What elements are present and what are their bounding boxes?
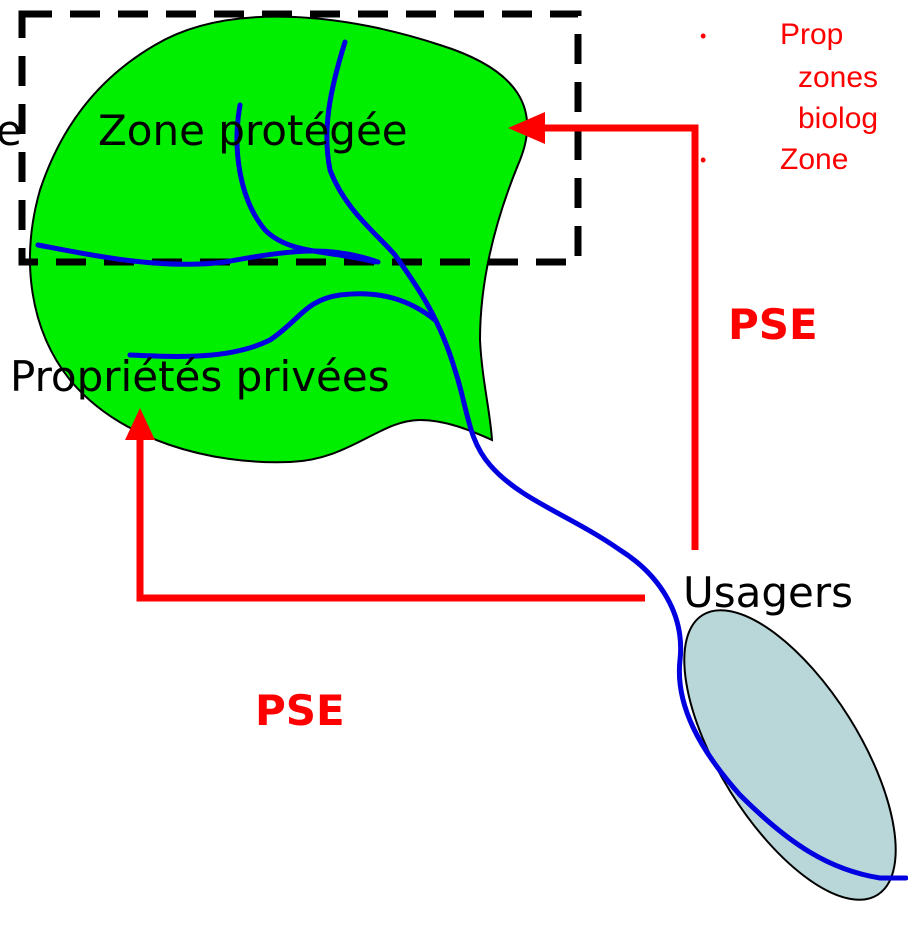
bullet-marker: •	[700, 25, 707, 46]
river-tributary-middle	[127, 291, 438, 359]
pse-label-right: PSE	[728, 300, 818, 349]
protected-zone-label: Zone protégée	[98, 106, 408, 155]
river-main-channel	[324, 39, 908, 881]
bullet-1-line-3: biolog	[798, 101, 879, 135]
payment-flows	[136, 124, 699, 602]
bullet-2-line-1: Zone	[780, 142, 849, 176]
river-network	[35, 39, 908, 881]
arrowhead-protected-zone	[508, 112, 545, 144]
arrow-users-to-private-properties	[136, 428, 645, 602]
bullet-item-1: • Prop	[700, 14, 878, 57]
bullet-1-line-2: zones	[798, 60, 879, 94]
bullet-1-line-1: Prop	[780, 18, 844, 51]
arrow-users-to-protected-zone	[540, 124, 699, 550]
private-properties-label: Propriétés privées	[10, 352, 390, 401]
users-label: Usagers	[683, 568, 854, 617]
reservoir-lake	[683, 609, 897, 901]
bullet-marker: •	[700, 150, 707, 171]
pse-label-bottom: PSE	[255, 686, 345, 735]
cut-off-left-label: e	[0, 106, 22, 155]
protected-zone-dashed-box	[18, 10, 582, 266]
bullet-list: • Prop zones biolog • Zone	[700, 14, 878, 181]
bullet-item-2: • Zone	[700, 139, 878, 182]
arrowhead-private-properties	[125, 408, 155, 440]
river-tributary-west	[35, 242, 381, 267]
